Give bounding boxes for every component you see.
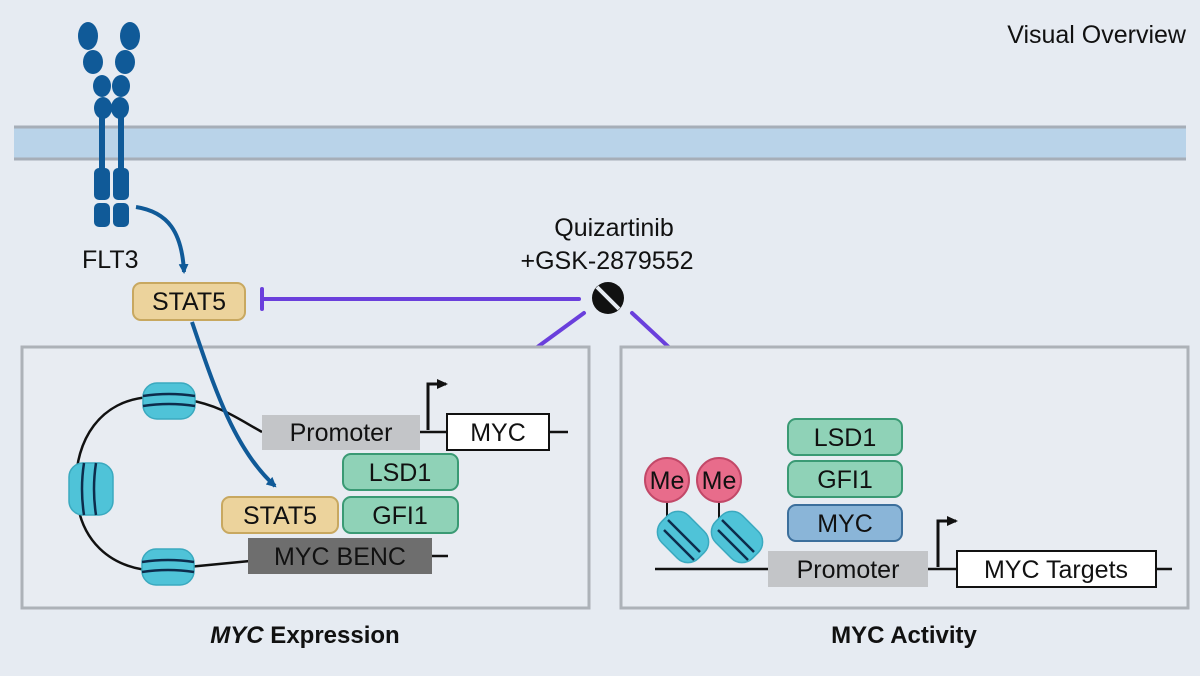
promoter-label-left: Promoter — [290, 419, 393, 447]
myc-activity-caption: MYC Activity — [831, 622, 977, 649]
promoter-box-right: Promoter — [768, 551, 928, 587]
myc-targets-label: MYC Targets — [984, 556, 1128, 584]
cell-membrane — [14, 125, 1186, 161]
drug-pill-icon — [592, 282, 624, 314]
methyl-label-2: Me — [702, 467, 737, 495]
lsd1-label-right: LSD1 — [814, 424, 877, 452]
myc-expression-caption: MYC Expression — [210, 622, 399, 649]
nucleosome-icon-right-2 — [710, 510, 764, 564]
lsd1-box-left: LSD1 — [342, 453, 459, 491]
methyl-label-1: Me — [650, 467, 685, 495]
promoter-box-left: Promoter — [262, 415, 420, 450]
myc-gene-box: MYC — [446, 413, 550, 451]
stat5-top-box: STAT5 — [132, 282, 246, 321]
nucleosome-icon-right-1 — [656, 510, 710, 564]
tss-arrow-right — [936, 516, 958, 567]
gfi1-label-left: GFI1 — [372, 502, 428, 530]
chromatin-segment-bottom — [187, 559, 251, 569]
gfi1-label-right: GFI1 — [817, 466, 873, 494]
gfi1-box-left: GFI1 — [342, 496, 459, 534]
drug-name-line2: +GSK-2879552 — [520, 247, 693, 275]
myc-targets-box: MYC Targets — [956, 550, 1157, 588]
myc-protein-box: MYC — [787, 504, 903, 542]
nucleosome-icon-top — [142, 382, 196, 420]
drug-name-line1: Quizartinib — [554, 214, 674, 242]
methyl-mark-1: Me — [644, 457, 690, 527]
stat5-label-left: STAT5 — [243, 502, 317, 530]
promoter-label-right: Promoter — [797, 556, 900, 584]
stat5-top-label: STAT5 — [152, 288, 226, 316]
visual-overview-title: Visual Overview — [1007, 21, 1187, 49]
flt3-to-stat5-arrow — [135, 205, 189, 274]
tss-arrow-left — [426, 379, 448, 430]
flt3-label: FLT3 — [82, 246, 139, 274]
stat5-to-enhancer-arrow — [190, 321, 277, 488]
gfi1-box-right: GFI1 — [787, 460, 903, 498]
lsd1-box-right: LSD1 — [787, 418, 903, 456]
chromatin-segment-top — [187, 398, 263, 434]
lsd1-label-left: LSD1 — [369, 459, 432, 487]
nucleosome-icon-middle — [68, 462, 114, 516]
myc-benc-label: MYC BENC — [274, 543, 406, 571]
stat5-box-left: STAT5 — [221, 496, 339, 534]
nucleosome-icon-bottom — [141, 548, 195, 586]
myc-benc-box: MYC BENC — [248, 538, 432, 574]
methyl-mark-2: Me — [696, 457, 742, 527]
myc-protein-label: MYC — [817, 510, 873, 538]
flt3-receptor-icon — [78, 22, 140, 227]
myc-gene-label: MYC — [470, 419, 526, 447]
